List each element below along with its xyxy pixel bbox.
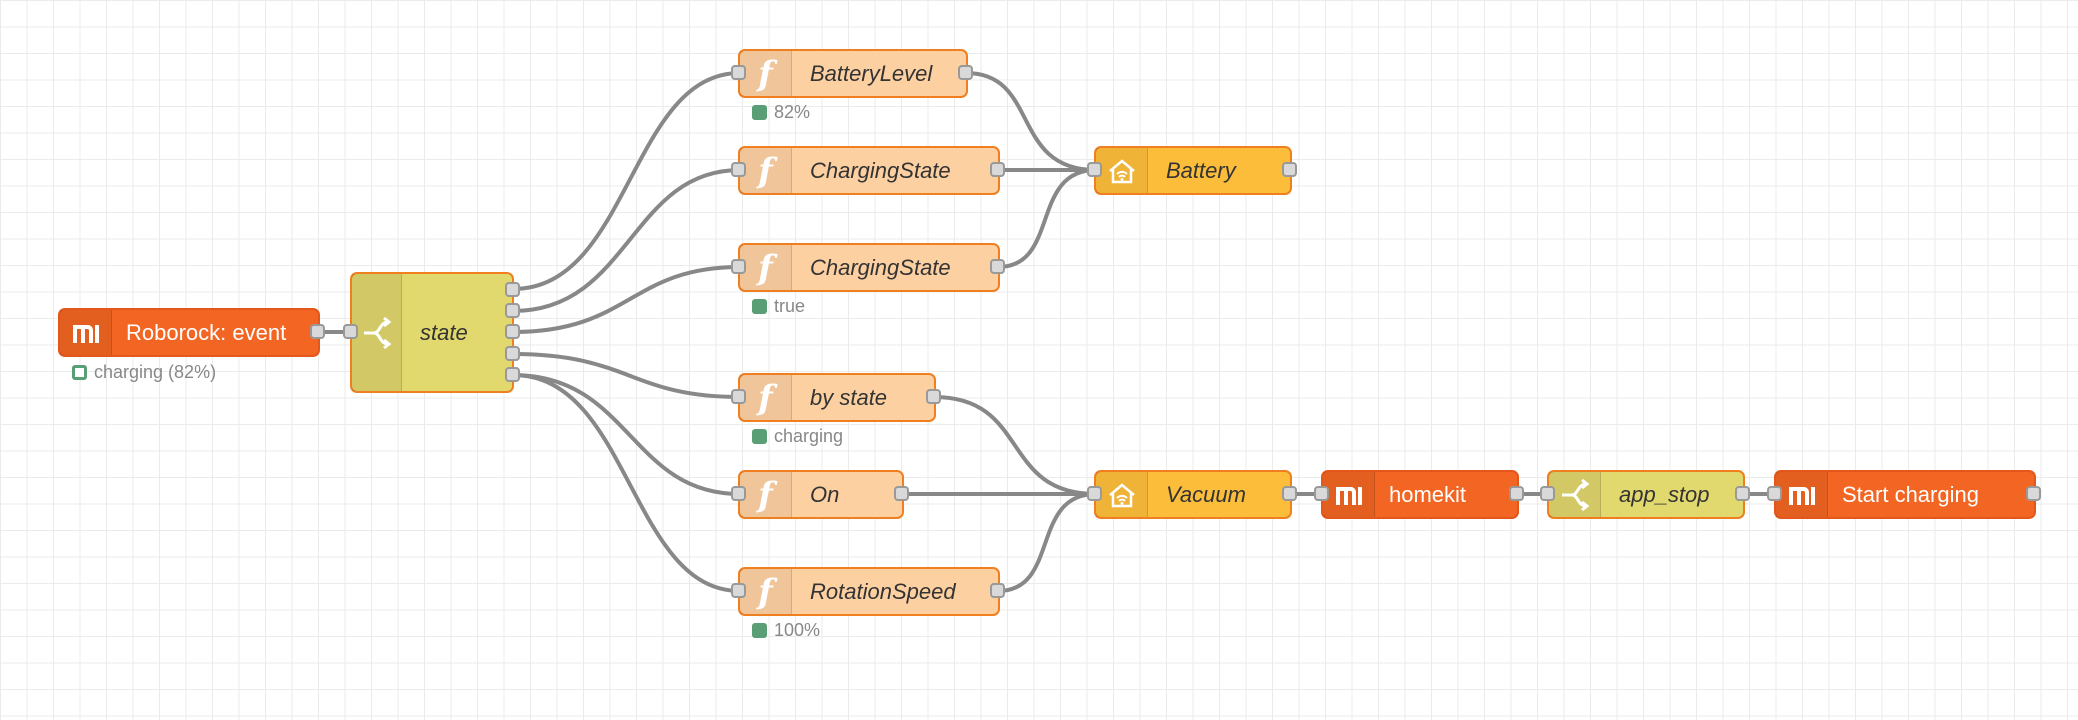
function-icon: f	[740, 245, 792, 290]
status-dot-icon	[752, 623, 767, 638]
output-port-5[interactable]	[505, 367, 520, 382]
node-chargingstate-2[interactable]: f ChargingState	[738, 243, 1000, 292]
input-port[interactable]	[731, 486, 746, 501]
output-port-2[interactable]	[505, 303, 520, 318]
output-port[interactable]	[958, 65, 973, 80]
node-label: Vacuum	[1166, 481, 1246, 507]
node-homekit[interactable]: homekit	[1321, 470, 1519, 519]
wire-state-bystate	[512, 352, 741, 399]
status-text: 100%	[774, 620, 821, 640]
status-text: true	[774, 296, 806, 316]
input-port[interactable]	[731, 162, 746, 177]
input-port[interactable]	[1767, 486, 1782, 501]
function-icon: f	[740, 148, 792, 193]
output-port[interactable]	[990, 259, 1005, 274]
function-icon: f	[740, 375, 792, 420]
node-chargingstate-1[interactable]: f ChargingState	[738, 146, 1000, 195]
node-label: On	[810, 481, 840, 507]
node-app-stop[interactable]: app_stop	[1547, 470, 1745, 519]
homekit-home-icon	[1096, 472, 1148, 517]
output-port[interactable]	[894, 486, 909, 501]
input-port[interactable]	[343, 324, 358, 339]
node-start-charging[interactable]: Start charging	[1774, 470, 2036, 519]
node-label: ChargingState	[810, 254, 951, 280]
status-rotationspeed: 100%	[752, 620, 820, 641]
node-label: Battery	[1166, 157, 1236, 183]
input-port[interactable]	[1087, 486, 1102, 501]
wire-state-rotationspeed	[512, 373, 741, 593]
wire-chargingstate-2-battery	[997, 168, 1097, 269]
status-ring-icon	[72, 365, 87, 380]
node-by-state[interactable]: f by state	[738, 373, 936, 422]
wire-state-batterylevel	[512, 71, 741, 291]
wire-rotationspeed-vacuum	[997, 492, 1097, 593]
xiaomi-mi-icon	[60, 310, 112, 355]
status-roborock-event: charging (82%)	[72, 362, 216, 383]
switch-icon	[1549, 472, 1601, 517]
wire-state-chargingstate-1	[512, 168, 741, 313]
output-port-3[interactable]	[505, 324, 520, 339]
output-port[interactable]	[2026, 486, 2041, 501]
node-batterylevel[interactable]: f BatteryLevel	[738, 49, 968, 98]
wire-state-chargingstate-2	[512, 265, 741, 334]
status-text: charging	[774, 426, 844, 446]
node-state-switch[interactable]: state	[350, 272, 514, 393]
output-port-4[interactable]	[505, 346, 520, 361]
output-port-1[interactable]	[505, 282, 520, 297]
switch-icon	[352, 274, 402, 391]
output-port[interactable]	[990, 162, 1005, 177]
node-label: app_stop	[1619, 481, 1710, 507]
output-port[interactable]	[310, 324, 325, 339]
function-icon: f	[740, 51, 792, 96]
node-label: state	[420, 319, 468, 345]
input-port[interactable]	[731, 389, 746, 404]
output-port[interactable]	[1509, 486, 1524, 501]
status-text: charging (82%)	[94, 362, 217, 382]
input-port[interactable]	[1087, 162, 1102, 177]
xiaomi-mi-icon	[1776, 472, 1828, 517]
wire-state-on	[512, 373, 741, 496]
output-port[interactable]	[990, 583, 1005, 598]
node-label: BatteryLevel	[810, 60, 933, 86]
input-port[interactable]	[731, 583, 746, 598]
input-port[interactable]	[1540, 486, 1555, 501]
output-port[interactable]	[1282, 486, 1297, 501]
output-port[interactable]	[1282, 162, 1297, 177]
wire-bystate-vacuum	[933, 395, 1097, 496]
node-label: homekit	[1389, 481, 1467, 507]
node-label: ChargingState	[810, 157, 951, 183]
input-port[interactable]	[731, 259, 746, 274]
node-roborock-event[interactable]: Roborock: event	[58, 308, 320, 357]
node-rotationspeed[interactable]: f RotationSpeed	[738, 567, 1000, 616]
status-chargingstate-2: true	[752, 296, 805, 317]
node-label: Roborock: event	[126, 319, 287, 345]
input-port[interactable]	[731, 65, 746, 80]
node-battery[interactable]: Battery	[1094, 146, 1292, 195]
input-port[interactable]	[1314, 486, 1329, 501]
output-port[interactable]	[1735, 486, 1750, 501]
node-label: by state	[810, 384, 888, 410]
status-batterylevel: 82%	[752, 102, 810, 123]
status-text: 82%	[774, 102, 811, 122]
output-port[interactable]	[926, 389, 941, 404]
node-label: RotationSpeed	[810, 578, 956, 604]
node-vacuum[interactable]: Vacuum	[1094, 470, 1292, 519]
status-by-state: charging	[752, 426, 843, 447]
status-dot-icon	[752, 429, 767, 444]
homekit-home-icon	[1096, 148, 1148, 193]
wire-batterylevel-battery	[965, 71, 1097, 172]
node-label: Start charging	[1842, 481, 1979, 507]
function-icon: f	[740, 472, 792, 517]
status-dot-icon	[752, 105, 767, 120]
function-icon: f	[740, 569, 792, 614]
xiaomi-mi-icon	[1323, 472, 1375, 517]
status-dot-icon	[752, 299, 767, 314]
node-on[interactable]: f On	[738, 470, 904, 519]
